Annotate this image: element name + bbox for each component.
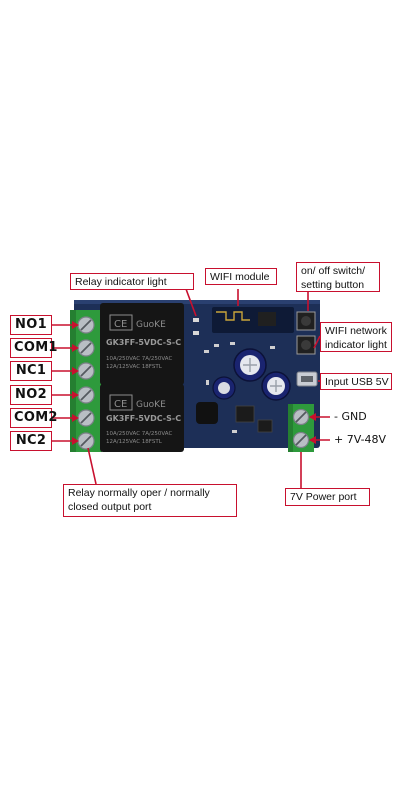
pcb-edge-shine <box>74 300 320 304</box>
left-terminal-screws <box>77 316 95 450</box>
callout-relay-port-line2: closed output port <box>68 501 152 513</box>
relay-1 <box>100 303 184 385</box>
tact-switch-2-button <box>301 340 311 350</box>
wifi-antenna-trace <box>216 311 250 321</box>
callout-usb: Input USB 5V <box>320 373 392 390</box>
relay-2 <box>100 384 184 452</box>
leader-arrowheads <box>72 321 316 445</box>
relay-led-2 <box>193 331 199 335</box>
arrow-gnd <box>309 413 316 421</box>
capacitor-small <box>212 376 236 400</box>
relay-1-logo <box>109 314 133 331</box>
capacitor-small-top <box>218 382 230 394</box>
callout-switch: on/ off switch/ setting button <box>296 262 380 292</box>
relay-1-rating2: 12A/125VAC 18FSTL <box>106 364 163 370</box>
smd-part <box>270 346 275 349</box>
tact-switch-1-button <box>301 316 311 326</box>
arrow-com2 <box>72 414 79 422</box>
wifi-chip <box>258 312 276 326</box>
relay-2-logo <box>109 394 133 411</box>
port-label-no2: NO2 <box>10 385 52 405</box>
leader-wifi-indicator <box>313 335 321 349</box>
smd-part <box>204 350 209 353</box>
left-terminal-shade <box>70 310 76 452</box>
ic-chip-1 <box>235 405 255 423</box>
wifi-module-board <box>212 307 294 333</box>
relay-2-brand: GuoKE <box>136 400 166 410</box>
right-terminal-shade <box>288 404 293 452</box>
relay-2-rating1: 10A/250VAC 7A/250VAC <box>106 431 172 437</box>
port-label-no1: NO1 <box>10 315 52 335</box>
relay-2-logo-mark: CE <box>114 399 127 410</box>
callout-relay-port: Relay normally oper / normally closed ou… <box>63 484 237 517</box>
port-label-nc1: NC1 <box>10 361 52 381</box>
callout-wifi-module: WIFI module <box>205 268 277 285</box>
tact-switch-1 <box>296 311 316 331</box>
callout-power-port: 7V Power port <box>285 488 370 506</box>
relay-led-1 <box>193 318 199 322</box>
port-label-nc2: NC2 <box>10 431 52 451</box>
callout-switch-line1: on/ off switch/ <box>301 265 366 277</box>
relay-1-logo-box <box>109 314 133 331</box>
arrow-no1 <box>72 321 79 329</box>
callout-wifi-indicator-line1: WIFI network <box>325 325 387 337</box>
relay-1-brand: GuoKE <box>136 320 166 330</box>
leader-relay-port <box>87 447 97 485</box>
capacitor-large <box>233 348 267 382</box>
capacitor-medium-vent <box>270 380 282 392</box>
arrow-com1 <box>72 344 79 352</box>
relay-2-logo-box <box>109 394 133 411</box>
relay-2-model: GK3FF-5VDC-S-C <box>106 414 181 423</box>
port-label-com2: COM2 <box>10 408 57 428</box>
callout-switch-line2: setting button <box>301 279 365 291</box>
callout-wifi-indicator: WIFI network indicator light <box>320 322 392 352</box>
label-gnd: - GND <box>334 410 367 423</box>
arrow-nc1 <box>72 367 79 375</box>
smd-part <box>206 380 209 385</box>
callout-relay-indicator: Relay indicator light <box>70 273 194 290</box>
leader-relay-indicator <box>185 288 197 317</box>
relay-2-rating2: 12A/125VAC 18FSTL <box>106 439 163 445</box>
capacitor-medium <box>261 371 291 401</box>
capacitor-large-vent <box>243 358 257 372</box>
label-vin: + 7V-48V <box>334 433 387 446</box>
micro-usb-opening <box>301 376 313 382</box>
arrow-vin <box>309 436 316 444</box>
leader-lines <box>51 288 330 488</box>
arrow-nc2 <box>72 437 79 445</box>
smd-part <box>230 342 235 345</box>
relay-1-rating1: 10A/250VAC 7A/250VAC <box>106 356 172 362</box>
inductor <box>196 402 218 424</box>
callout-wifi-indicator-line2: indicator light <box>325 339 387 351</box>
smd-part <box>232 430 237 433</box>
smd-components <box>204 342 275 433</box>
relay-1-model: GK3FF-5VDC-S-C <box>106 338 181 347</box>
tact-switch-2 <box>296 335 316 355</box>
screw-slots-right <box>295 411 307 446</box>
relay-1-logo-mark: CE <box>114 319 127 330</box>
smd-part <box>214 344 219 347</box>
port-label-com1: COM1 <box>10 338 57 358</box>
callout-relay-port-line1: Relay normally oper / normally <box>68 487 210 499</box>
arrow-no2 <box>72 391 79 399</box>
ic-chip-2 <box>257 419 273 433</box>
screw-slots-left <box>80 319 92 447</box>
